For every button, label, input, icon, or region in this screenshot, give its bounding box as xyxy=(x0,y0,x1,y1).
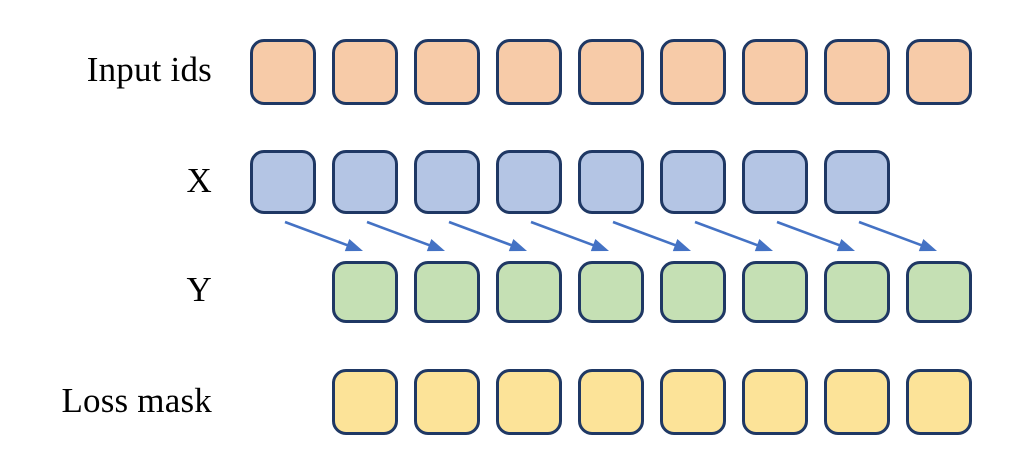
shift-arrow-shaft xyxy=(530,220,595,247)
token-cell-y xyxy=(578,261,644,323)
token-cell-loss-mask xyxy=(332,369,398,435)
row-label-x: X xyxy=(186,161,212,200)
token-cell-x xyxy=(742,150,808,214)
token-cell-input-ids xyxy=(906,39,972,105)
shift-arrow-shaft xyxy=(694,220,759,247)
token-cell-input-ids xyxy=(824,39,890,105)
shift-arrow-shaft xyxy=(448,220,513,247)
token-cell-y xyxy=(496,261,562,323)
token-cell-loss-mask xyxy=(660,369,726,435)
token-cell-y xyxy=(414,261,480,323)
token-cell-input-ids xyxy=(742,39,808,105)
token-cell-loss-mask xyxy=(824,369,890,435)
token-cell-input-ids xyxy=(496,39,562,105)
token-cell-input-ids xyxy=(332,39,398,105)
shift-arrow-head xyxy=(508,238,527,252)
token-cell-x xyxy=(660,150,726,214)
token-cell-input-ids xyxy=(660,39,726,105)
token-cell-y xyxy=(906,261,972,323)
token-cell-x xyxy=(824,150,890,214)
token-cell-input-ids xyxy=(578,39,644,105)
shift-arrow-shaft xyxy=(366,220,431,247)
shift-arrow-head xyxy=(672,238,691,252)
token-cell-loss-mask xyxy=(742,369,808,435)
shift-arrow-shaft xyxy=(776,220,841,247)
shift-arrow-shaft xyxy=(284,220,349,247)
shift-arrow-shaft xyxy=(612,220,677,247)
token-cell-x xyxy=(414,150,480,214)
shift-arrow-head xyxy=(590,238,609,252)
token-cell-y xyxy=(742,261,808,323)
shift-arrow-head xyxy=(918,238,937,252)
shift-arrow-head xyxy=(836,238,855,252)
shift-arrow-shaft xyxy=(858,220,923,247)
token-cell-loss-mask xyxy=(496,369,562,435)
token-cell-x xyxy=(250,150,316,214)
token-cell-y xyxy=(824,261,890,323)
token-cell-x xyxy=(332,150,398,214)
token-cell-y xyxy=(332,261,398,323)
token-cell-y xyxy=(660,261,726,323)
row-label-input-ids: Input ids xyxy=(86,50,212,89)
token-cell-x xyxy=(578,150,644,214)
token-cell-loss-mask xyxy=(578,369,644,435)
row-label-loss-mask: Loss mask xyxy=(61,381,212,420)
shift-arrow-head xyxy=(426,238,445,252)
token-cell-input-ids xyxy=(250,39,316,105)
token-cell-x xyxy=(496,150,562,214)
token-cell-loss-mask xyxy=(906,369,972,435)
shift-arrow-head xyxy=(344,238,363,252)
row-label-y: Y xyxy=(186,270,212,309)
shift-arrow-head xyxy=(754,238,773,252)
token-cell-loss-mask xyxy=(414,369,480,435)
token-cell-input-ids xyxy=(414,39,480,105)
